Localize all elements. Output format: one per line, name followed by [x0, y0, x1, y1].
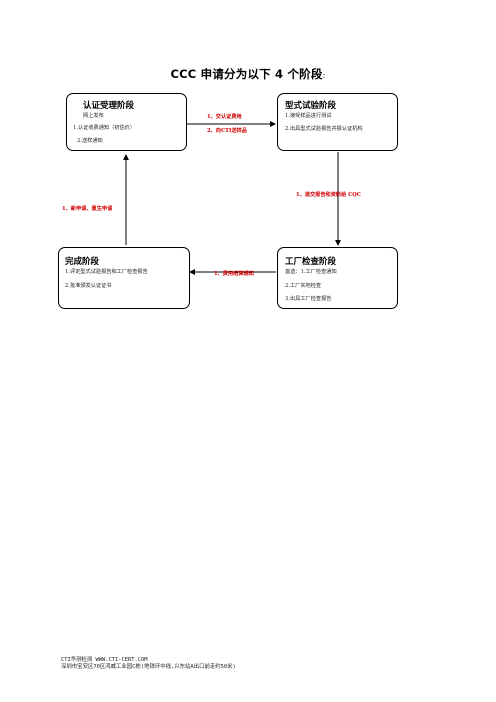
arrow-label-submit-report: 1、递交报告和资料给 CQC	[296, 192, 361, 198]
stage-completion-item: 2.批准颁发认证证书	[65, 283, 112, 289]
page-title-colon: :	[322, 71, 326, 80]
arrow-label-fee-settlement: 1、费用结算通知	[214, 271, 254, 277]
page-title-text: CCC 申请分为以下 4 个阶段	[170, 67, 323, 81]
stage-completion-title: 完成阶段	[65, 257, 100, 267]
stage-type-test-item: 2.出具型式试验报告并报认证机构	[285, 126, 363, 132]
stage-application-acceptance-box: 认证受理阶段 网上发布 1.认证收费通知（初估价） 2.送样通知	[66, 93, 187, 151]
stage-factory-inspection-item: 2.工厂实地检查	[285, 283, 322, 289]
stage-application-acceptance-item: 1.认证收费通知（初估价）	[73, 125, 136, 131]
stage-factory-inspection-item: 3.出具工厂检查报告	[285, 296, 332, 302]
stage-application-acceptance-item: 网上发布	[83, 113, 104, 119]
arrow-label-pay-fee: 1、交认证费用	[207, 114, 242, 120]
stage-factory-inspection-item: 首选：1.工厂检查通知	[285, 269, 337, 275]
arrow-label-new-application: 1、新申请、重生申请	[62, 206, 113, 212]
stage-application-acceptance-title: 认证受理阶段	[83, 101, 135, 111]
stage-completion-item: 1.评定型式试验报告和工厂检查报告	[65, 269, 148, 275]
arrow-label-send-sample: 2、向CTI送样品	[207, 128, 247, 134]
stage-factory-inspection-title: 工厂检查阶段	[285, 257, 337, 267]
footer-address-line: 深圳市宝安区70区鸿威工业园C栋(地铁环中线,兴东站A出口前走约50米)	[61, 664, 236, 670]
footer-company-line: CTI华测检测 WWW.CTI-CERT.COM	[61, 657, 148, 663]
stage-type-test-box: 型式试验阶段 1.接受样品进行测试 2.出具型式试验报告并报认证机构	[277, 93, 398, 151]
stage-application-acceptance-item: 2.送样通知	[77, 138, 103, 144]
stage-factory-inspection-box: 工厂检查阶段 首选：1.工厂检查通知 2.工厂实地检查 3.出具工厂检查报告	[277, 247, 398, 309]
stage-type-test-title: 型式试验阶段	[285, 101, 337, 111]
page-title: CCC 申请分为以下 4 个阶段:	[0, 66, 496, 82]
stage-completion-box: 完成阶段 1.评定型式试验报告和工厂检查报告 2.批准颁发认证证书	[58, 247, 190, 309]
stage-type-test-item: 1.接受样品进行测试	[285, 113, 332, 119]
